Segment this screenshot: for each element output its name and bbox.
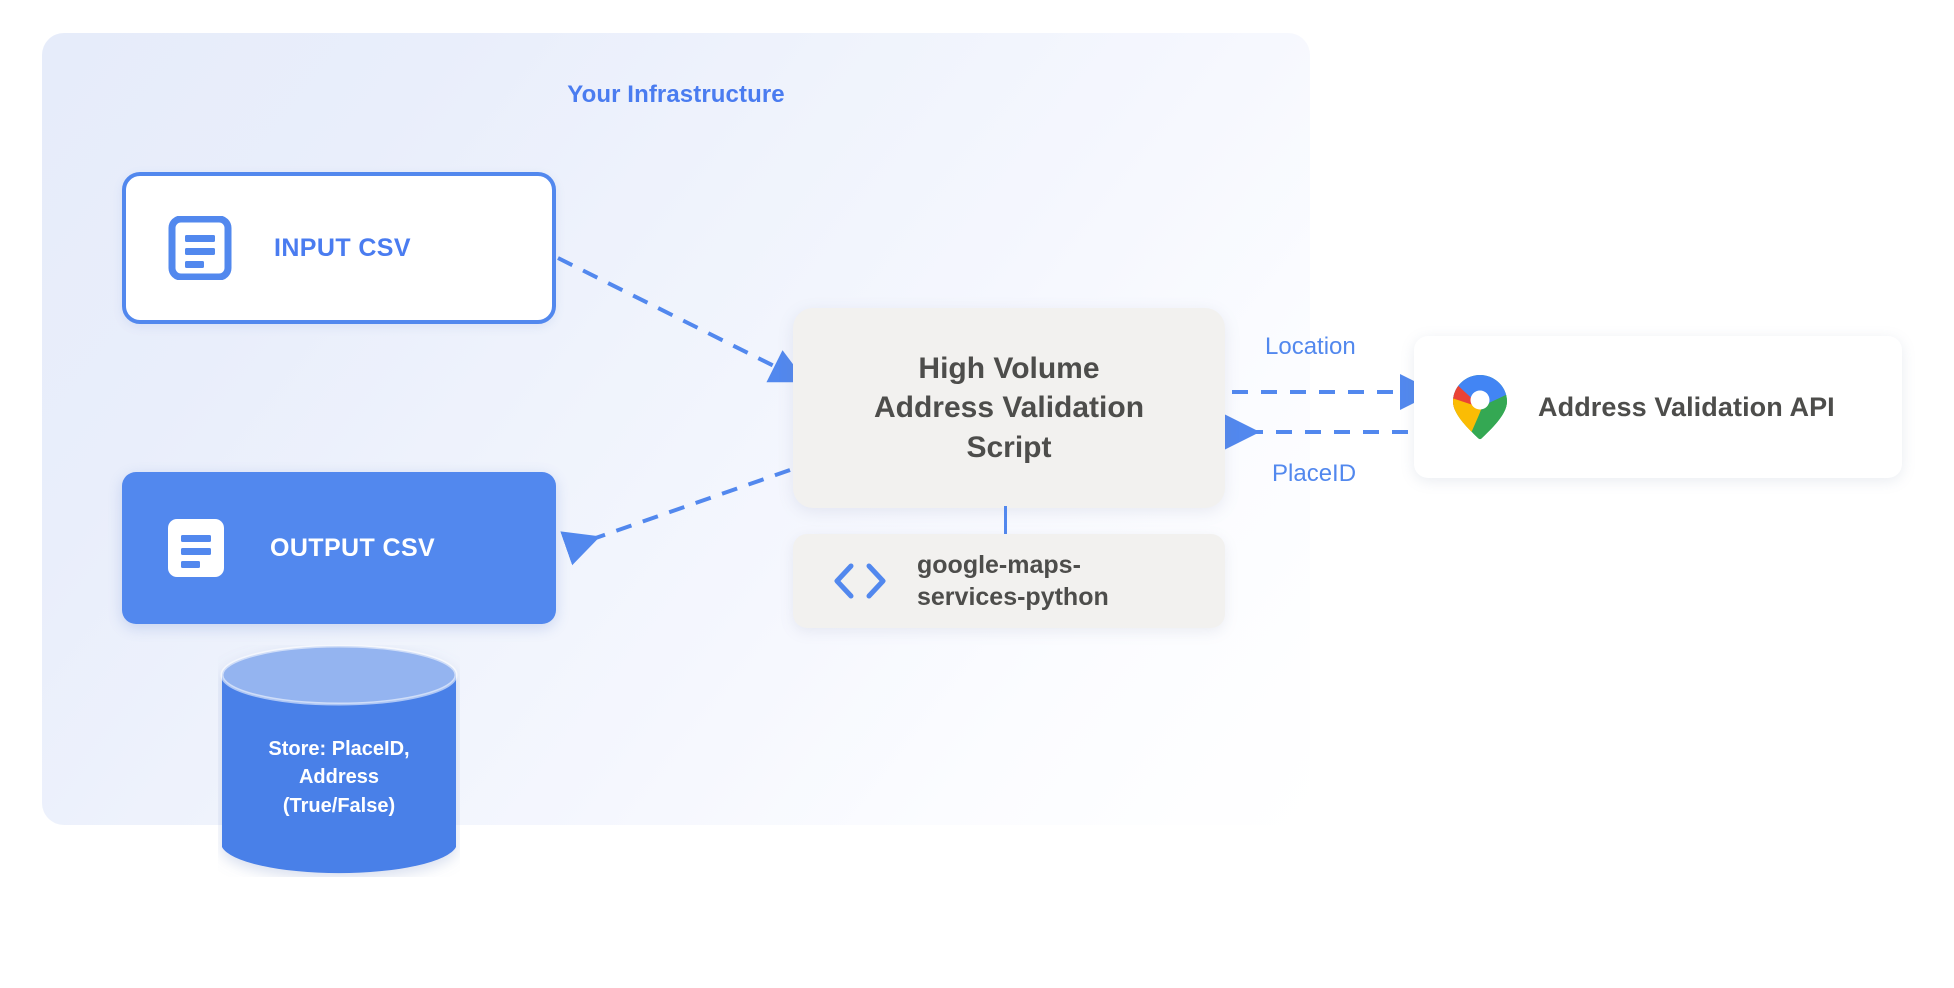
client-library-text: google-maps- services-python <box>917 549 1109 613</box>
infrastructure-panel-title: Your Infrastructure <box>567 81 785 108</box>
document-icon <box>168 216 232 280</box>
library-line-2: services-python <box>917 583 1109 611</box>
input-csv-label: INPUT CSV <box>274 233 411 262</box>
library-line-1: google-maps- <box>917 551 1081 579</box>
edge-label-placeid: PlaceID <box>1272 460 1357 487</box>
node-client-library[interactable]: google-maps- services-python <box>793 534 1225 628</box>
node-validation-script[interactable]: High Volume Address Validation Script <box>793 308 1225 508</box>
node-database-cylinder[interactable] <box>218 645 460 877</box>
script-line-2: Address Validation <box>873 391 1145 425</box>
google-maps-pin-icon <box>1453 375 1507 440</box>
output-csv-label: OUTPUT CSV <box>270 533 436 562</box>
validation-script-text: High Volume Address Validation Script <box>874 349 1144 468</box>
edge-label-location: Location <box>1265 333 1356 360</box>
script-line-1: High Volume <box>918 351 1100 385</box>
document-icon <box>168 519 224 577</box>
node-address-validation-api[interactable]: Address Validation API <box>1414 336 1902 478</box>
node-input-csv[interactable]: INPUT CSV <box>122 172 556 324</box>
script-line-3: Script <box>966 430 1052 464</box>
address-validation-api-label: Address Validation API <box>1538 391 1835 422</box>
connector-script-to-library <box>1004 506 1007 536</box>
node-output-csv[interactable]: OUTPUT CSV <box>122 472 556 624</box>
code-brackets-icon <box>834 563 886 599</box>
